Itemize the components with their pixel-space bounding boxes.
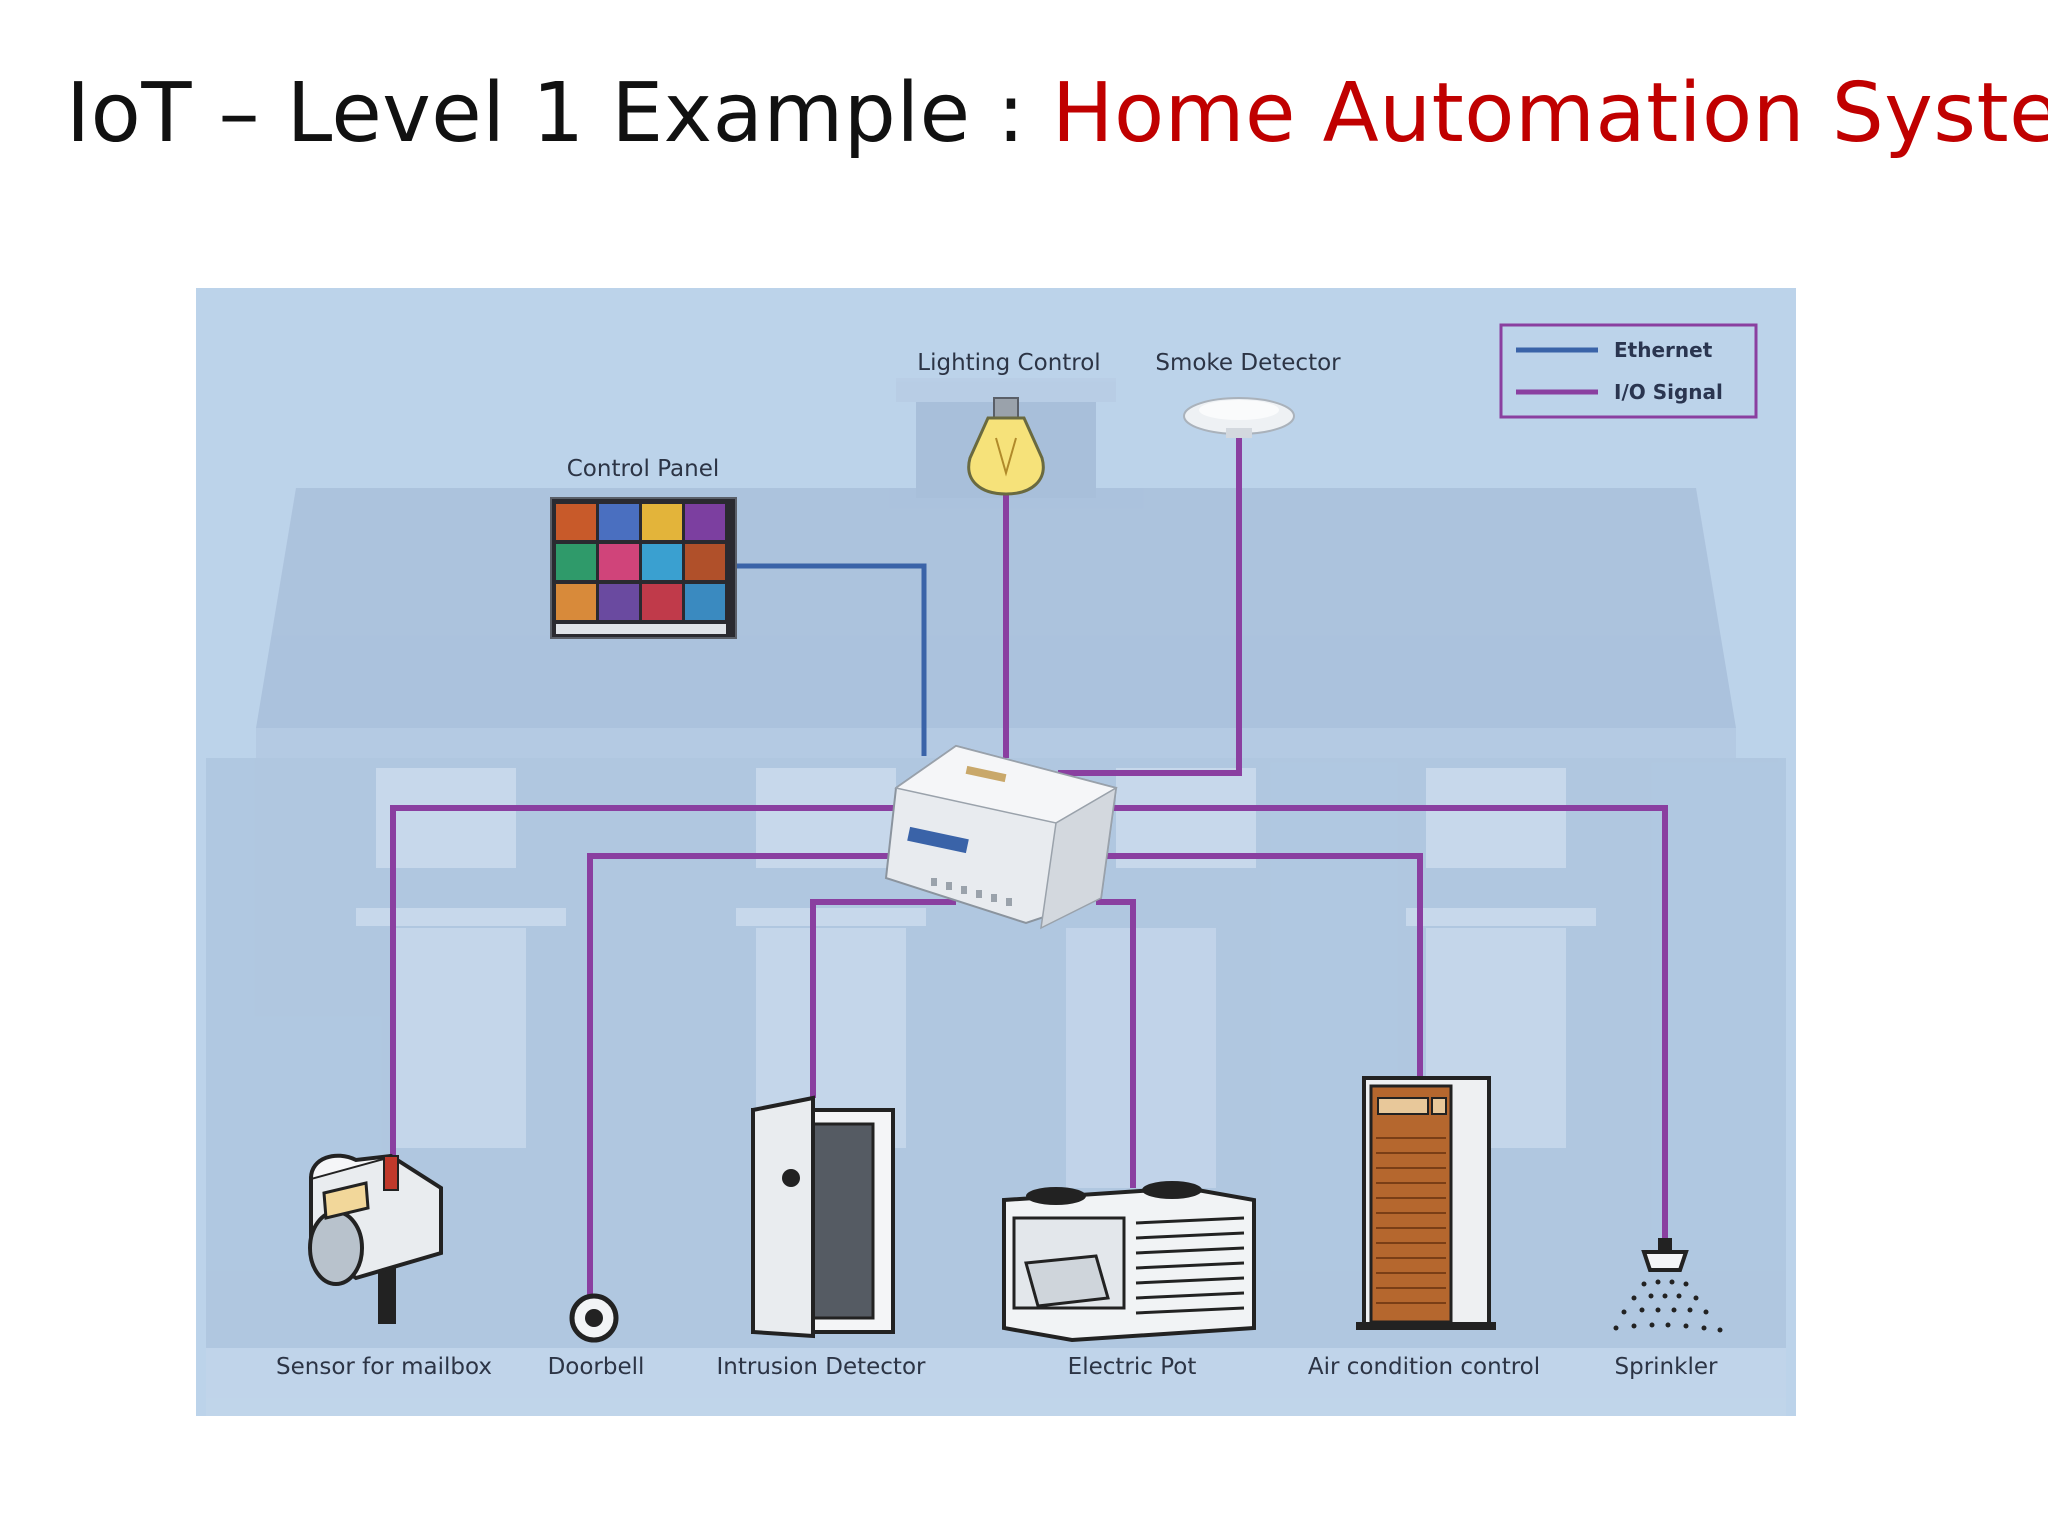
title-prefix: IoT – Level 1 Example : <box>66 66 1052 161</box>
doorbell-wire <box>587 853 896 1298</box>
door-icon <box>751 1095 895 1339</box>
label-doorbell: Doorbell <box>548 1354 645 1380</box>
title-highlight: Home Automation System <box>1051 66 2048 161</box>
label-smoke-detector: Smoke Detector <box>1155 350 1341 376</box>
legend-ethernet-label: Ethernet <box>1614 338 1713 362</box>
mailbox-wire <box>390 805 896 1168</box>
label-sensor-for-mailbox: Sensor for mailbox <box>276 1354 492 1380</box>
smoke-detector-wire <box>1058 438 1242 776</box>
mailbox-icon <box>308 1153 443 1324</box>
home-automation-diagram: Ethernet I/O Signal <box>196 288 1796 1416</box>
hvac-unit-icon <box>1002 1181 1256 1343</box>
wiring <box>390 438 1668 1298</box>
label-control-panel: Control Panel <box>567 456 720 482</box>
smoke-detector-icon <box>1183 397 1295 438</box>
slide-title: IoT – Level 1 Example : Home Automation … <box>66 66 2048 161</box>
monitor-icon <box>550 497 737 639</box>
air-condition-wire <box>1096 853 1423 1078</box>
label-air-condition-control: Air condition control <box>1308 1354 1540 1380</box>
light-bulb-icon <box>967 397 1045 496</box>
label-electric-pot: Electric Pot <box>1068 1354 1197 1380</box>
legend: Ethernet I/O Signal <box>1499 323 1758 419</box>
legend-io-signal-label: I/O Signal <box>1614 380 1723 404</box>
electric-pot-wire <box>1096 899 1136 1188</box>
label-sprinkler: Sprinkler <box>1615 1354 1718 1380</box>
label-lighting-control: Lighting Control <box>917 350 1100 376</box>
air-conditioner-cabinet-icon <box>1356 1076 1496 1330</box>
sprinkler-wire <box>1096 805 1668 1240</box>
intrusion-detector-wire <box>810 899 956 1098</box>
controller-module-icon <box>884 744 1118 930</box>
ethernet-wire <box>736 563 927 756</box>
sprinkler-icon <box>1613 1238 1723 1333</box>
doorbell-icon <box>569 1293 619 1343</box>
label-intrusion-detector: Intrusion Detector <box>717 1354 927 1380</box>
